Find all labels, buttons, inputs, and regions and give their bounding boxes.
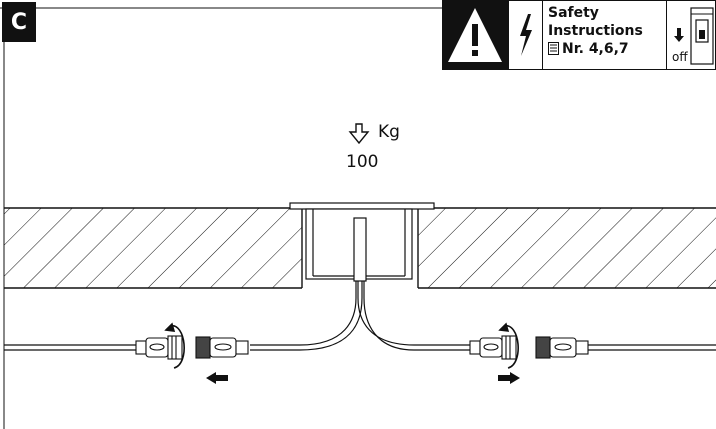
supply-cable-left bbox=[4, 344, 136, 351]
connector-left-male bbox=[135, 335, 183, 360]
warning-cell bbox=[442, 0, 509, 69]
manual-book-icon bbox=[548, 42, 559, 55]
connector-right-male bbox=[469, 335, 517, 360]
load-unit: Kg bbox=[378, 122, 400, 142]
warning-triangle-icon bbox=[448, 8, 502, 62]
safety-numbers: Nr. 4,6,7 bbox=[562, 41, 629, 57]
rotate-arrow-left-icon bbox=[164, 322, 185, 369]
connector-right-female bbox=[535, 336, 589, 359]
safety-title-line1: Safety bbox=[548, 5, 599, 21]
recessed-fixture bbox=[289, 202, 435, 282]
pull-arrow-left-icon bbox=[206, 372, 228, 384]
safety-instructions-text: Safety Instructions Nr. 4,6,7 bbox=[548, 4, 664, 58]
floor-slab-left bbox=[4, 207, 303, 289]
step-badge: C bbox=[2, 2, 36, 42]
load-value: 100 bbox=[346, 152, 379, 172]
connector-left-female bbox=[195, 336, 249, 359]
safety-numbers-line: Nr. 4,6,7 bbox=[548, 40, 664, 58]
circuit-breaker-icon bbox=[674, 7, 714, 65]
voltage-cell bbox=[509, 0, 543, 69]
switch-off-cell bbox=[666, 0, 716, 69]
safety-panel: Safety Instructions Nr. 4,6,7 off bbox=[442, 0, 716, 71]
supply-cable-right bbox=[588, 344, 716, 351]
lightning-bolt-icon bbox=[520, 14, 532, 56]
rotate-arrow-right-icon bbox=[498, 322, 519, 369]
cable-split bbox=[250, 281, 470, 351]
push-arrow-right-icon bbox=[498, 372, 520, 384]
safety-title-line2: Instructions bbox=[548, 23, 643, 39]
floor-slab-right bbox=[417, 207, 716, 289]
down-arrow-icon bbox=[348, 123, 370, 145]
switch-off-label: off bbox=[672, 50, 688, 64]
